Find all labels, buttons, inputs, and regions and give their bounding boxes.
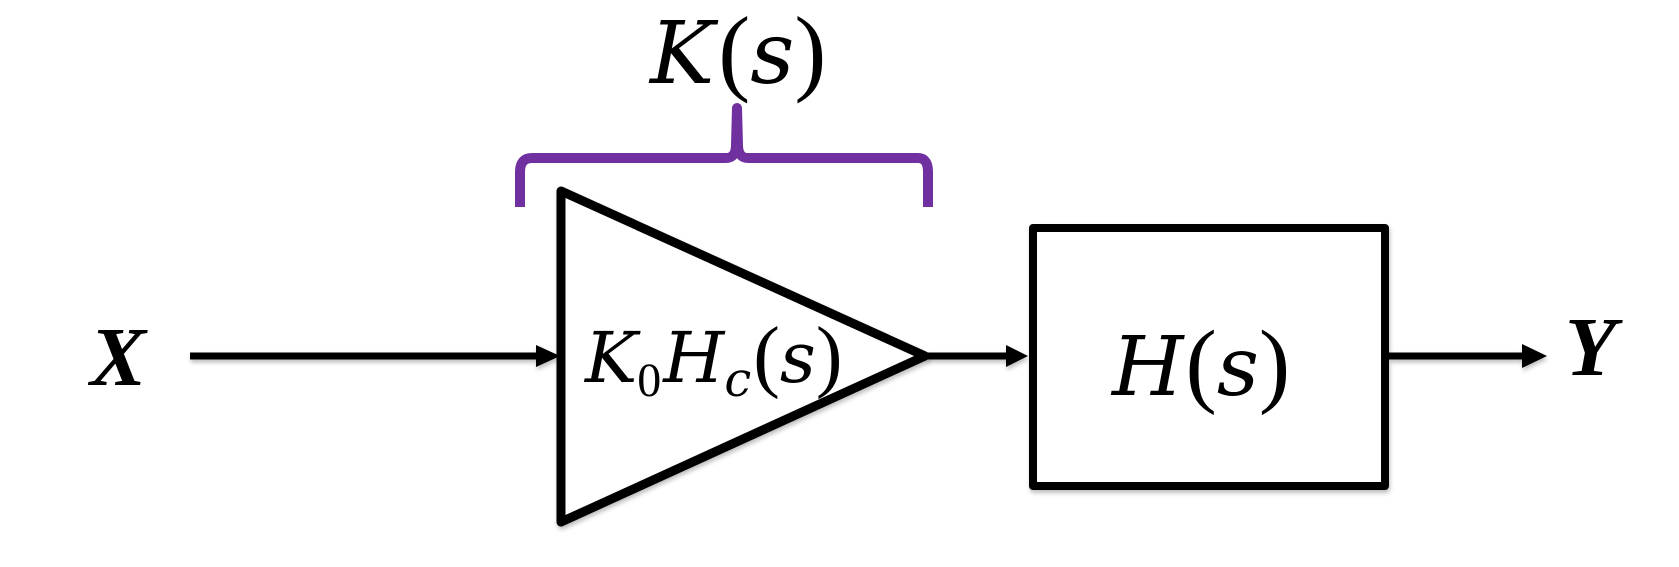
brace (515, 103, 933, 207)
output-arrowhead-icon (1522, 344, 1547, 368)
amplifier-block (556, 186, 930, 527)
amplifier-label: K0Hc(s) (583, 312, 842, 408)
plant-block (1029, 224, 1389, 490)
plant-close-paren: ) (1259, 312, 1290, 416)
amplifier-close-paren: ) (816, 312, 843, 400)
plant-arg: s (1217, 320, 1259, 415)
amplifier-arg: s (780, 317, 816, 399)
plant-label: H(s) (1110, 312, 1290, 416)
amplifier-gain: K (583, 317, 641, 399)
amplifier-func: H (661, 317, 726, 399)
brace-label-close-paren: ) (794, 0, 826, 104)
middle-arrow (925, 345, 1028, 367)
amplifier-func-subscript: c (724, 352, 751, 408)
middle-arrowhead-icon (1006, 345, 1028, 367)
output-label: Y (1565, 301, 1623, 394)
brace-label: K(s) (648, 0, 826, 104)
input-label: X (87, 311, 148, 404)
amplifier-gain-subscript: 0 (637, 354, 661, 407)
brace-label-name: K (648, 4, 719, 104)
amplifier-open-paren: ( (753, 312, 780, 400)
input-arrow (190, 345, 560, 367)
plant-name: H (1110, 320, 1185, 415)
brace-label-open-paren: ( (718, 0, 750, 104)
brace-label-arg: s (750, 4, 794, 104)
plant-open-paren: ( (1186, 312, 1217, 416)
input-arrowhead-icon (536, 345, 560, 367)
output-arrow (1389, 344, 1547, 368)
